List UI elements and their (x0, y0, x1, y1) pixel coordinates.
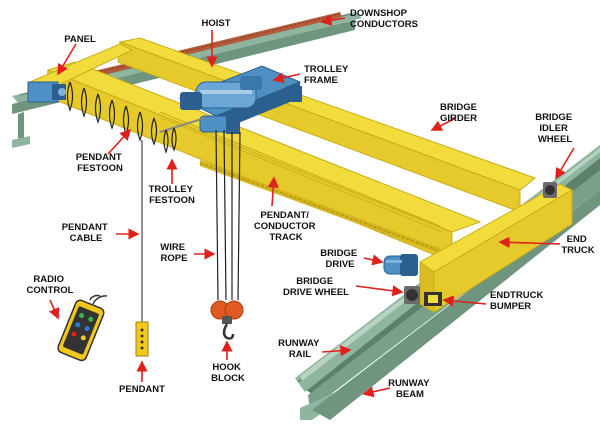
end-truck (419, 183, 574, 313)
arrow-pendant-conductor-track (267, 176, 279, 207)
arrow-endtruck-bumper (442, 295, 487, 307)
pendant-festoon (66, 81, 158, 146)
hook-block (210, 300, 244, 340)
label-bridge-girder: BRIDGE GIRDER (440, 102, 480, 124)
label-downshop-conductors: DOWNSHOP CONDUCTORS (350, 8, 418, 30)
label-bridge-idler-wheel: BRIDGE IDLER WHEEL (535, 112, 575, 145)
label-hook-block: HOOK BLOCK (211, 362, 245, 384)
label-runway-rail: RUNWAY RAIL (278, 338, 322, 360)
label-wire-rope: WIRE ROPE (160, 242, 187, 264)
label-end-truck: END TRUCK (561, 234, 594, 256)
arrow-runway-beam (362, 386, 391, 398)
bridge-drive (383, 254, 418, 276)
label-panel: PANEL (64, 34, 96, 45)
arrow-end-truck (498, 236, 561, 248)
arrow-downshop-conductors (320, 14, 346, 26)
pendant-station (135, 321, 149, 357)
arrow-bridge-drive-wheel (355, 285, 404, 297)
arrow-bridge-girder (430, 117, 457, 131)
bridge-drive-wheel (404, 286, 420, 304)
label-bridge-drive-wheel: BRIDGE DRIVE WHEEL (283, 276, 349, 298)
label-pendant-conductor-track: PENDANT/ CONDUCTOR TRACK (254, 210, 318, 243)
control-panel (27, 81, 66, 103)
arrow-bridge-idler-wheel (555, 147, 575, 180)
downshop-conductor-bar (40, 12, 342, 90)
label-endtruck-bumper: ENDTRUCK BUMPER (490, 290, 546, 312)
radio-control-remote (57, 294, 108, 362)
arrow-pendant-festoon (107, 128, 132, 155)
label-trolley-festoon: TROLLEY FESTOON (149, 184, 196, 206)
callout-labels: HOIST DOWNSHOP CONDUCTORS PANEL TROLLEY … (27, 8, 595, 400)
leader-arrows (48, 14, 575, 398)
label-pendant-cable: PENDANT CABLE (62, 222, 111, 244)
label-bridge-drive: BRIDGE DRIVE (320, 248, 360, 270)
label-hoist: HOIST (201, 18, 230, 29)
arrow-bridge-drive (363, 254, 384, 266)
trolley-festoon (159, 117, 206, 154)
arrow-runway-rail (321, 345, 352, 357)
label-pendant-festoon: PENDANT FESTOON (76, 152, 125, 174)
arrow-radio-control (48, 299, 60, 320)
label-radio-control: RADIO CONTROL (27, 274, 74, 296)
arrow-trolley-frame (272, 72, 301, 84)
endtruck-bumper (424, 292, 442, 306)
wire-rope (215, 129, 241, 301)
label-pendant: PENDANT (119, 384, 165, 395)
label-runway-beam: RUNWAY BEAM (388, 378, 432, 400)
hoist (180, 76, 262, 110)
label-trolley-frame: TROLLEY FRAME (304, 64, 351, 86)
trolley-drive (199, 114, 240, 134)
bridge-idler-wheel (543, 182, 557, 198)
arrow-panel (57, 43, 77, 76)
